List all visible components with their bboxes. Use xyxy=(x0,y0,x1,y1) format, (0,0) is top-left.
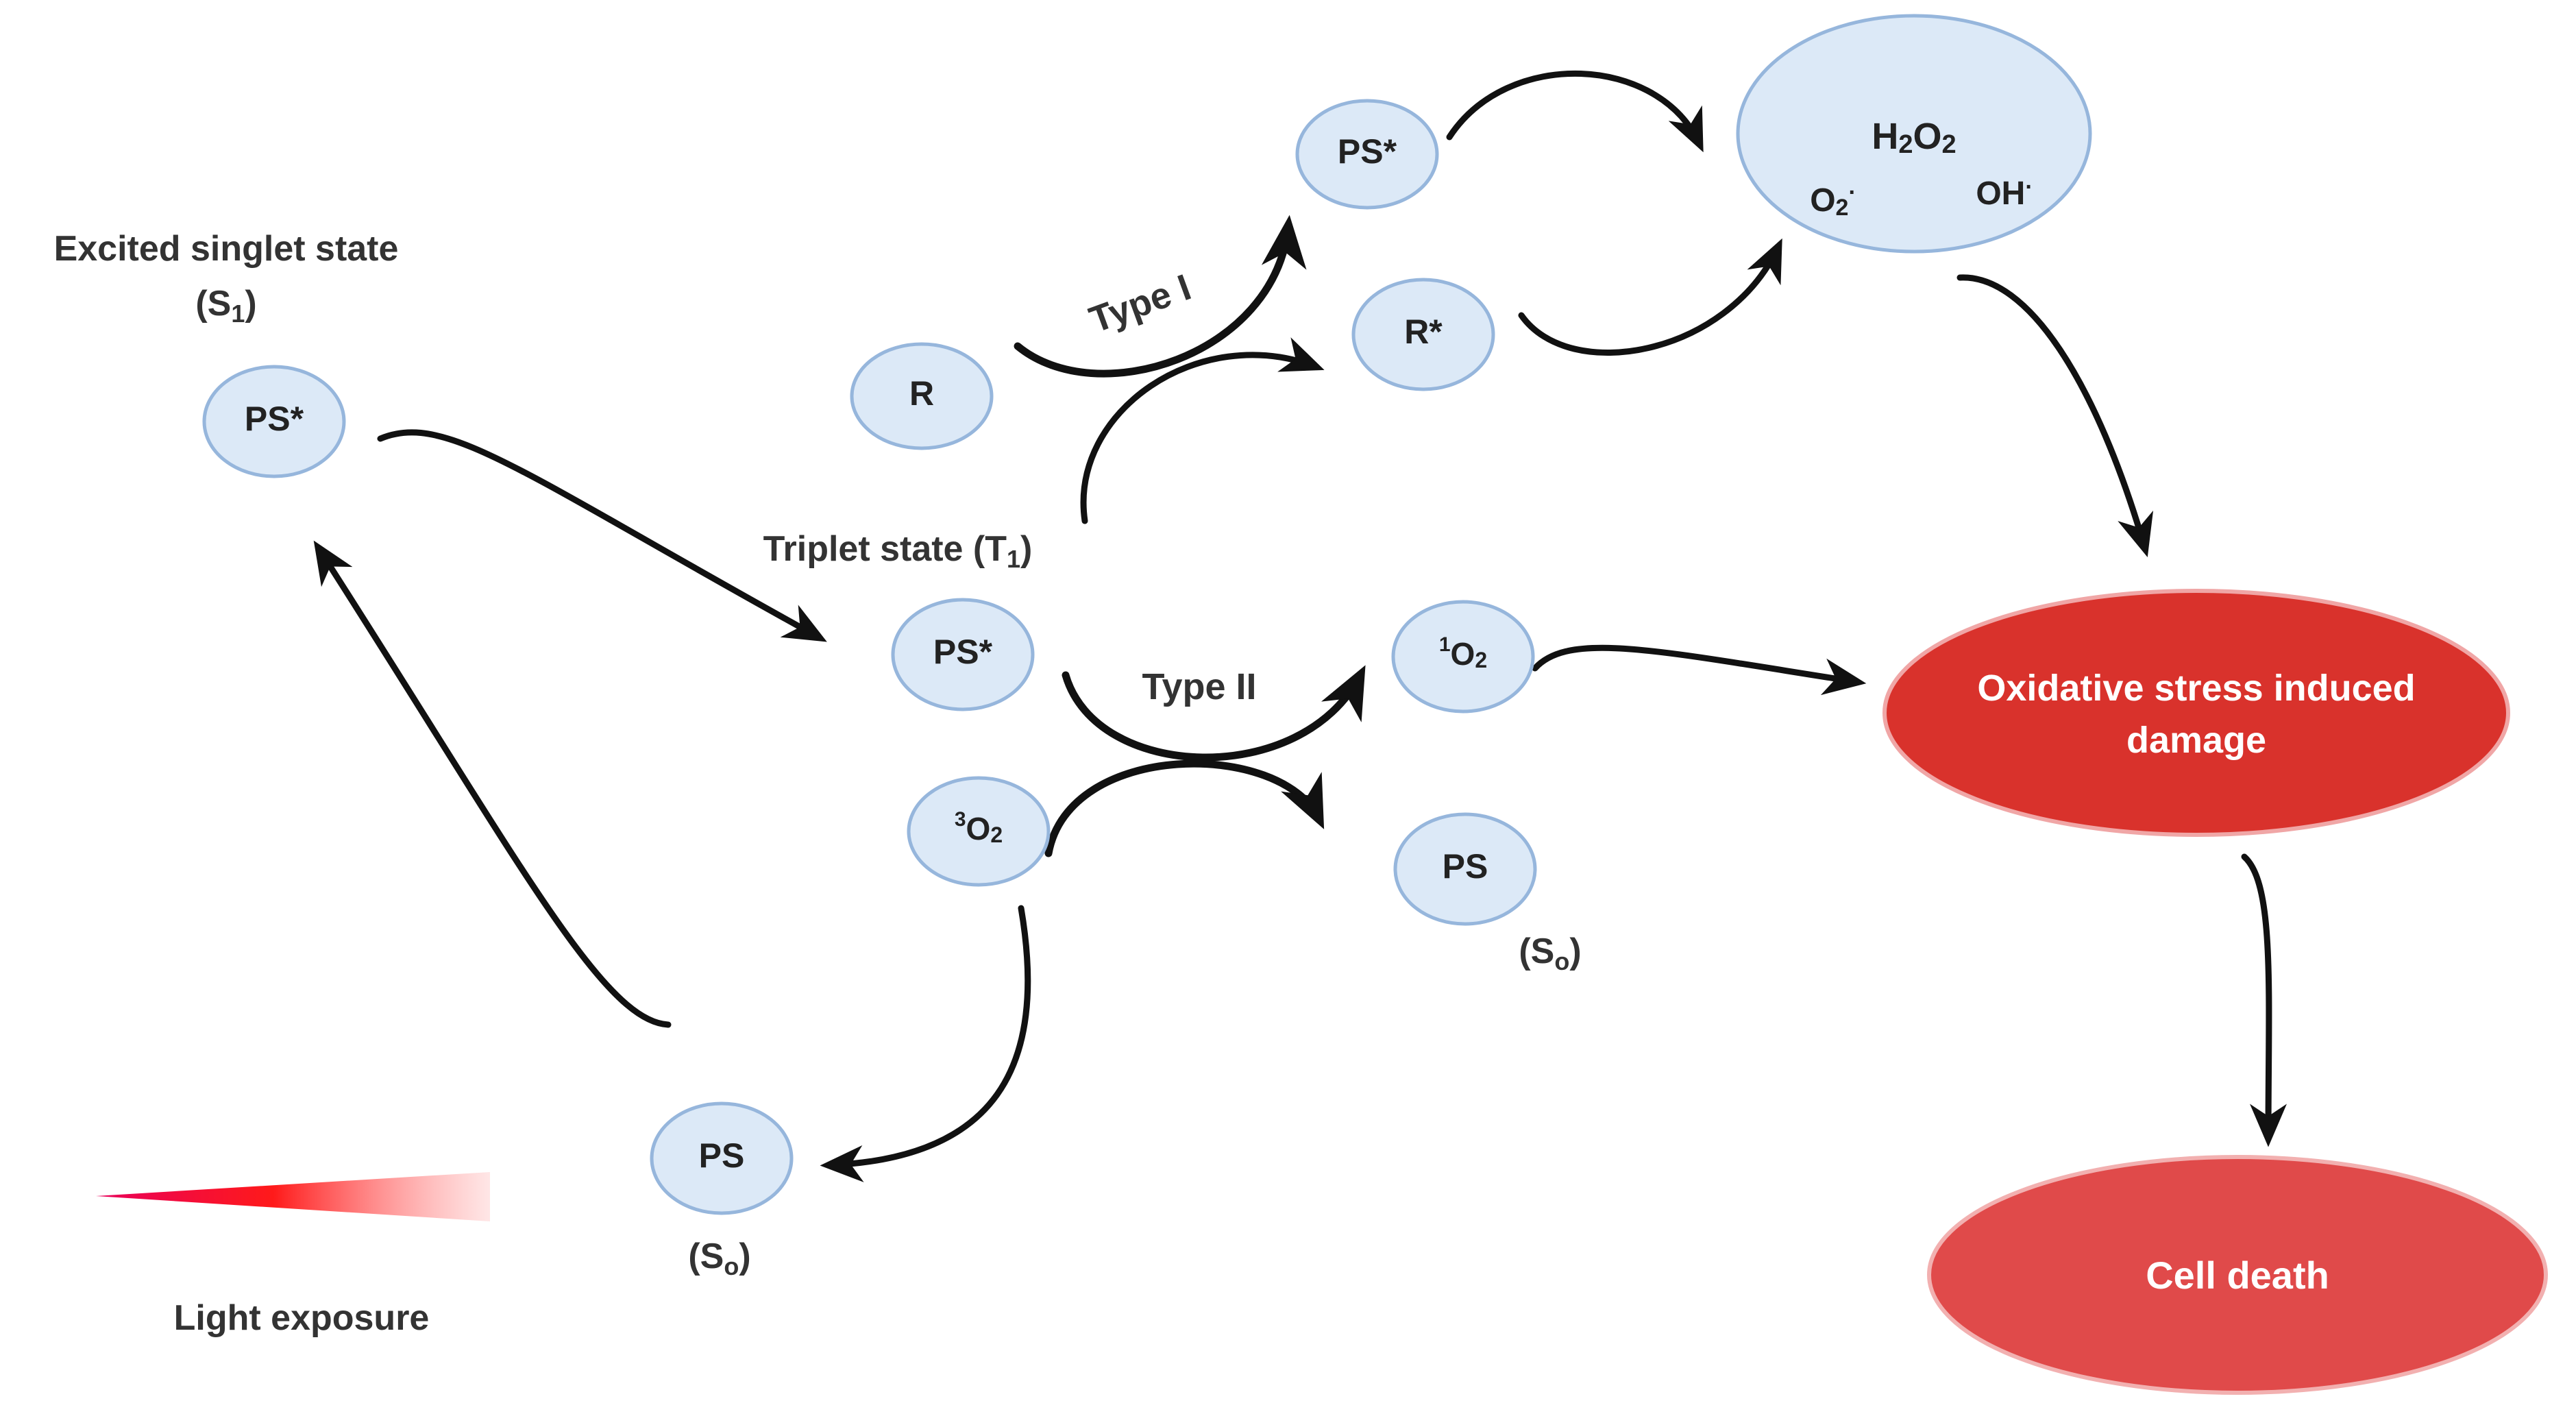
h2o2-label: H2O2 xyxy=(1872,116,1956,159)
r-label: R xyxy=(909,374,934,413)
intersystem-crossing-arrow xyxy=(377,429,827,642)
ground-state-bottom-label: (So) xyxy=(688,1236,750,1280)
type1-electron-transfer-arrow xyxy=(1014,215,1307,378)
oxidative-damage-node: Oxidative stress induced damage xyxy=(1882,589,2510,837)
type2-energy-transfer-arrow xyxy=(1062,665,1366,761)
singlet-state-subscript: (S1) xyxy=(195,284,256,328)
damage-line1: Oxidative stress induced xyxy=(1977,668,2415,709)
ps-singlet-label: PS* xyxy=(245,400,304,438)
ps-type1-label: PS* xyxy=(1338,132,1397,171)
svg-text:3O2: 3O2 xyxy=(955,808,1003,848)
singlet-oxygen-sup: 1 xyxy=(1439,633,1451,656)
ps-ground-right-node: PS xyxy=(1393,812,1537,926)
hydroxyl-label: OH· xyxy=(1976,174,2033,212)
triplet-state-label: Triplet state (T1) xyxy=(763,529,1033,573)
light-beam xyxy=(96,1172,490,1221)
singlet-oxygen-to-damage-arrow xyxy=(1532,644,1867,696)
r-star-node: R* xyxy=(1351,278,1495,391)
light-exposure-label: Light exposure xyxy=(174,1298,430,1338)
triplet-to-ground-arrow xyxy=(820,905,1031,1182)
triplet-oxygen-sub: 2 xyxy=(990,822,1003,847)
radical-to-ros-arrow xyxy=(1518,238,1782,356)
r-star-label: R* xyxy=(1404,313,1443,351)
svg-text:1O2: 1O2 xyxy=(1439,633,1487,673)
singlet-oxygen-main: O xyxy=(1451,636,1475,672)
ros-cloud: H2O2 O2· OH· xyxy=(1736,14,2092,254)
cell-death-node: Cell death xyxy=(1927,1155,2548,1395)
superoxide-label: O2· xyxy=(1810,180,1856,221)
r-node: R xyxy=(850,342,994,450)
ros-to-damage-arrow xyxy=(1956,274,2154,557)
triplet-oxygen-sup: 3 xyxy=(955,808,966,831)
damage-to-death-arrow xyxy=(2241,853,2287,1147)
damage-line2: damage xyxy=(2126,720,2266,761)
ps-singlet-node: PS* xyxy=(202,365,346,478)
ps-ground-right-label: PS xyxy=(1443,847,1488,886)
type1-label: Type I xyxy=(1084,267,1196,341)
ps-star-to-ros-arrow xyxy=(1446,70,1704,153)
ps-type1-node: PS* xyxy=(1295,99,1439,210)
ps-ground-bottom-label: PS xyxy=(699,1136,745,1175)
triplet-oxygen-node: 3O2 xyxy=(907,776,1051,887)
ps-ground-bottom-node: PS xyxy=(650,1101,794,1215)
singlet-oxygen-sub: 2 xyxy=(1475,648,1487,672)
oxygen-to-ground-arrow xyxy=(1044,759,1325,857)
singlet-oxygen-node: 1O2 xyxy=(1391,600,1535,714)
triplet-to-radical-arrow xyxy=(1080,337,1325,524)
cell-death-label: Cell death xyxy=(2146,1254,2329,1297)
singlet-state-title: Excited singlet state xyxy=(54,229,399,269)
ps-triplet-label: PS* xyxy=(933,633,993,671)
ground-state-right-label: (So) xyxy=(1519,931,1581,975)
ps-triplet-node: PS* xyxy=(891,598,1035,711)
triplet-oxygen-main: O xyxy=(966,811,991,846)
type2-label: Type II xyxy=(1142,666,1256,707)
excitation-arrow xyxy=(313,540,672,1028)
